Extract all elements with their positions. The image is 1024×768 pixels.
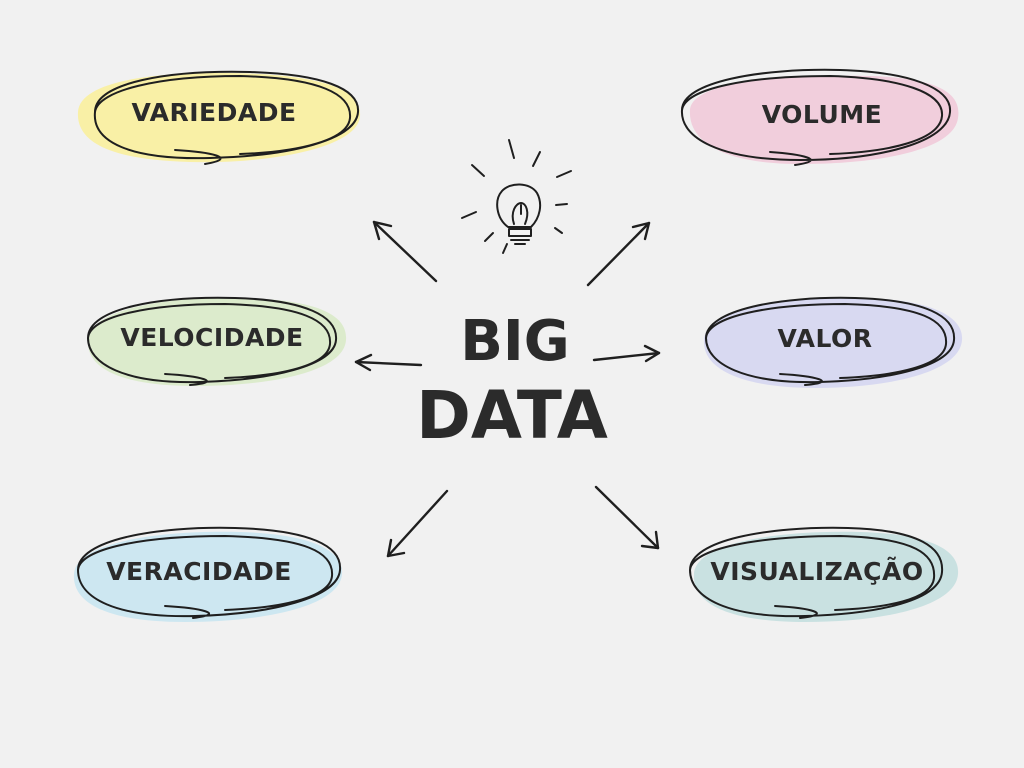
center-title: BIG DATA — [416, 309, 608, 454]
node-volume-label: VOLUME — [762, 100, 882, 129]
node-veracidade: VERACIDADE — [73, 526, 343, 622]
center-title-line1: BIG — [460, 309, 569, 374]
arrow-to-veracidade — [386, 489, 449, 558]
node-variedade: VARIEDADE — [77, 70, 361, 165]
node-velocidade-scribble — [87, 296, 338, 386]
arrow-to-volume — [586, 221, 651, 287]
node-volume: VOLUME — [680, 68, 959, 166]
node-volume-scribble — [680, 68, 952, 166]
lightbulb-icon — [461, 139, 572, 254]
node-velocidade-highlight — [87, 297, 347, 386]
node-velocidade: VELOCIDADE — [87, 296, 347, 386]
node-visualizacao-highlight — [693, 531, 959, 622]
node-variedade-highlight — [77, 72, 361, 163]
node-valor-label: VALOR — [777, 324, 872, 353]
arrow-to-velocidade — [354, 353, 423, 372]
node-visualizacao-scribble — [689, 526, 944, 619]
node-visualizacao-label: VISUALIZAÇÃO — [710, 557, 923, 586]
node-volume-highlight — [689, 75, 959, 164]
node-visualizacao: VISUALIZAÇÃO — [689, 526, 959, 622]
node-veracidade-scribble — [77, 526, 342, 619]
node-valor-scribble — [705, 296, 956, 386]
node-variedade-scribble — [93, 70, 360, 165]
arrow-to-visualizacao — [594, 485, 660, 550]
node-valor: VALOR — [703, 296, 963, 388]
node-variedade-label: VARIEDADE — [131, 98, 296, 127]
node-veracidade-highlight — [73, 531, 343, 622]
arrow-to-variedade — [372, 220, 438, 283]
arrow-to-valor — [592, 344, 661, 363]
node-valor-highlight — [703, 297, 963, 388]
node-velocidade-label: VELOCIDADE — [120, 323, 303, 352]
center-title-line2: DATA — [416, 377, 608, 454]
node-veracidade-label: VERACIDADE — [106, 557, 292, 586]
